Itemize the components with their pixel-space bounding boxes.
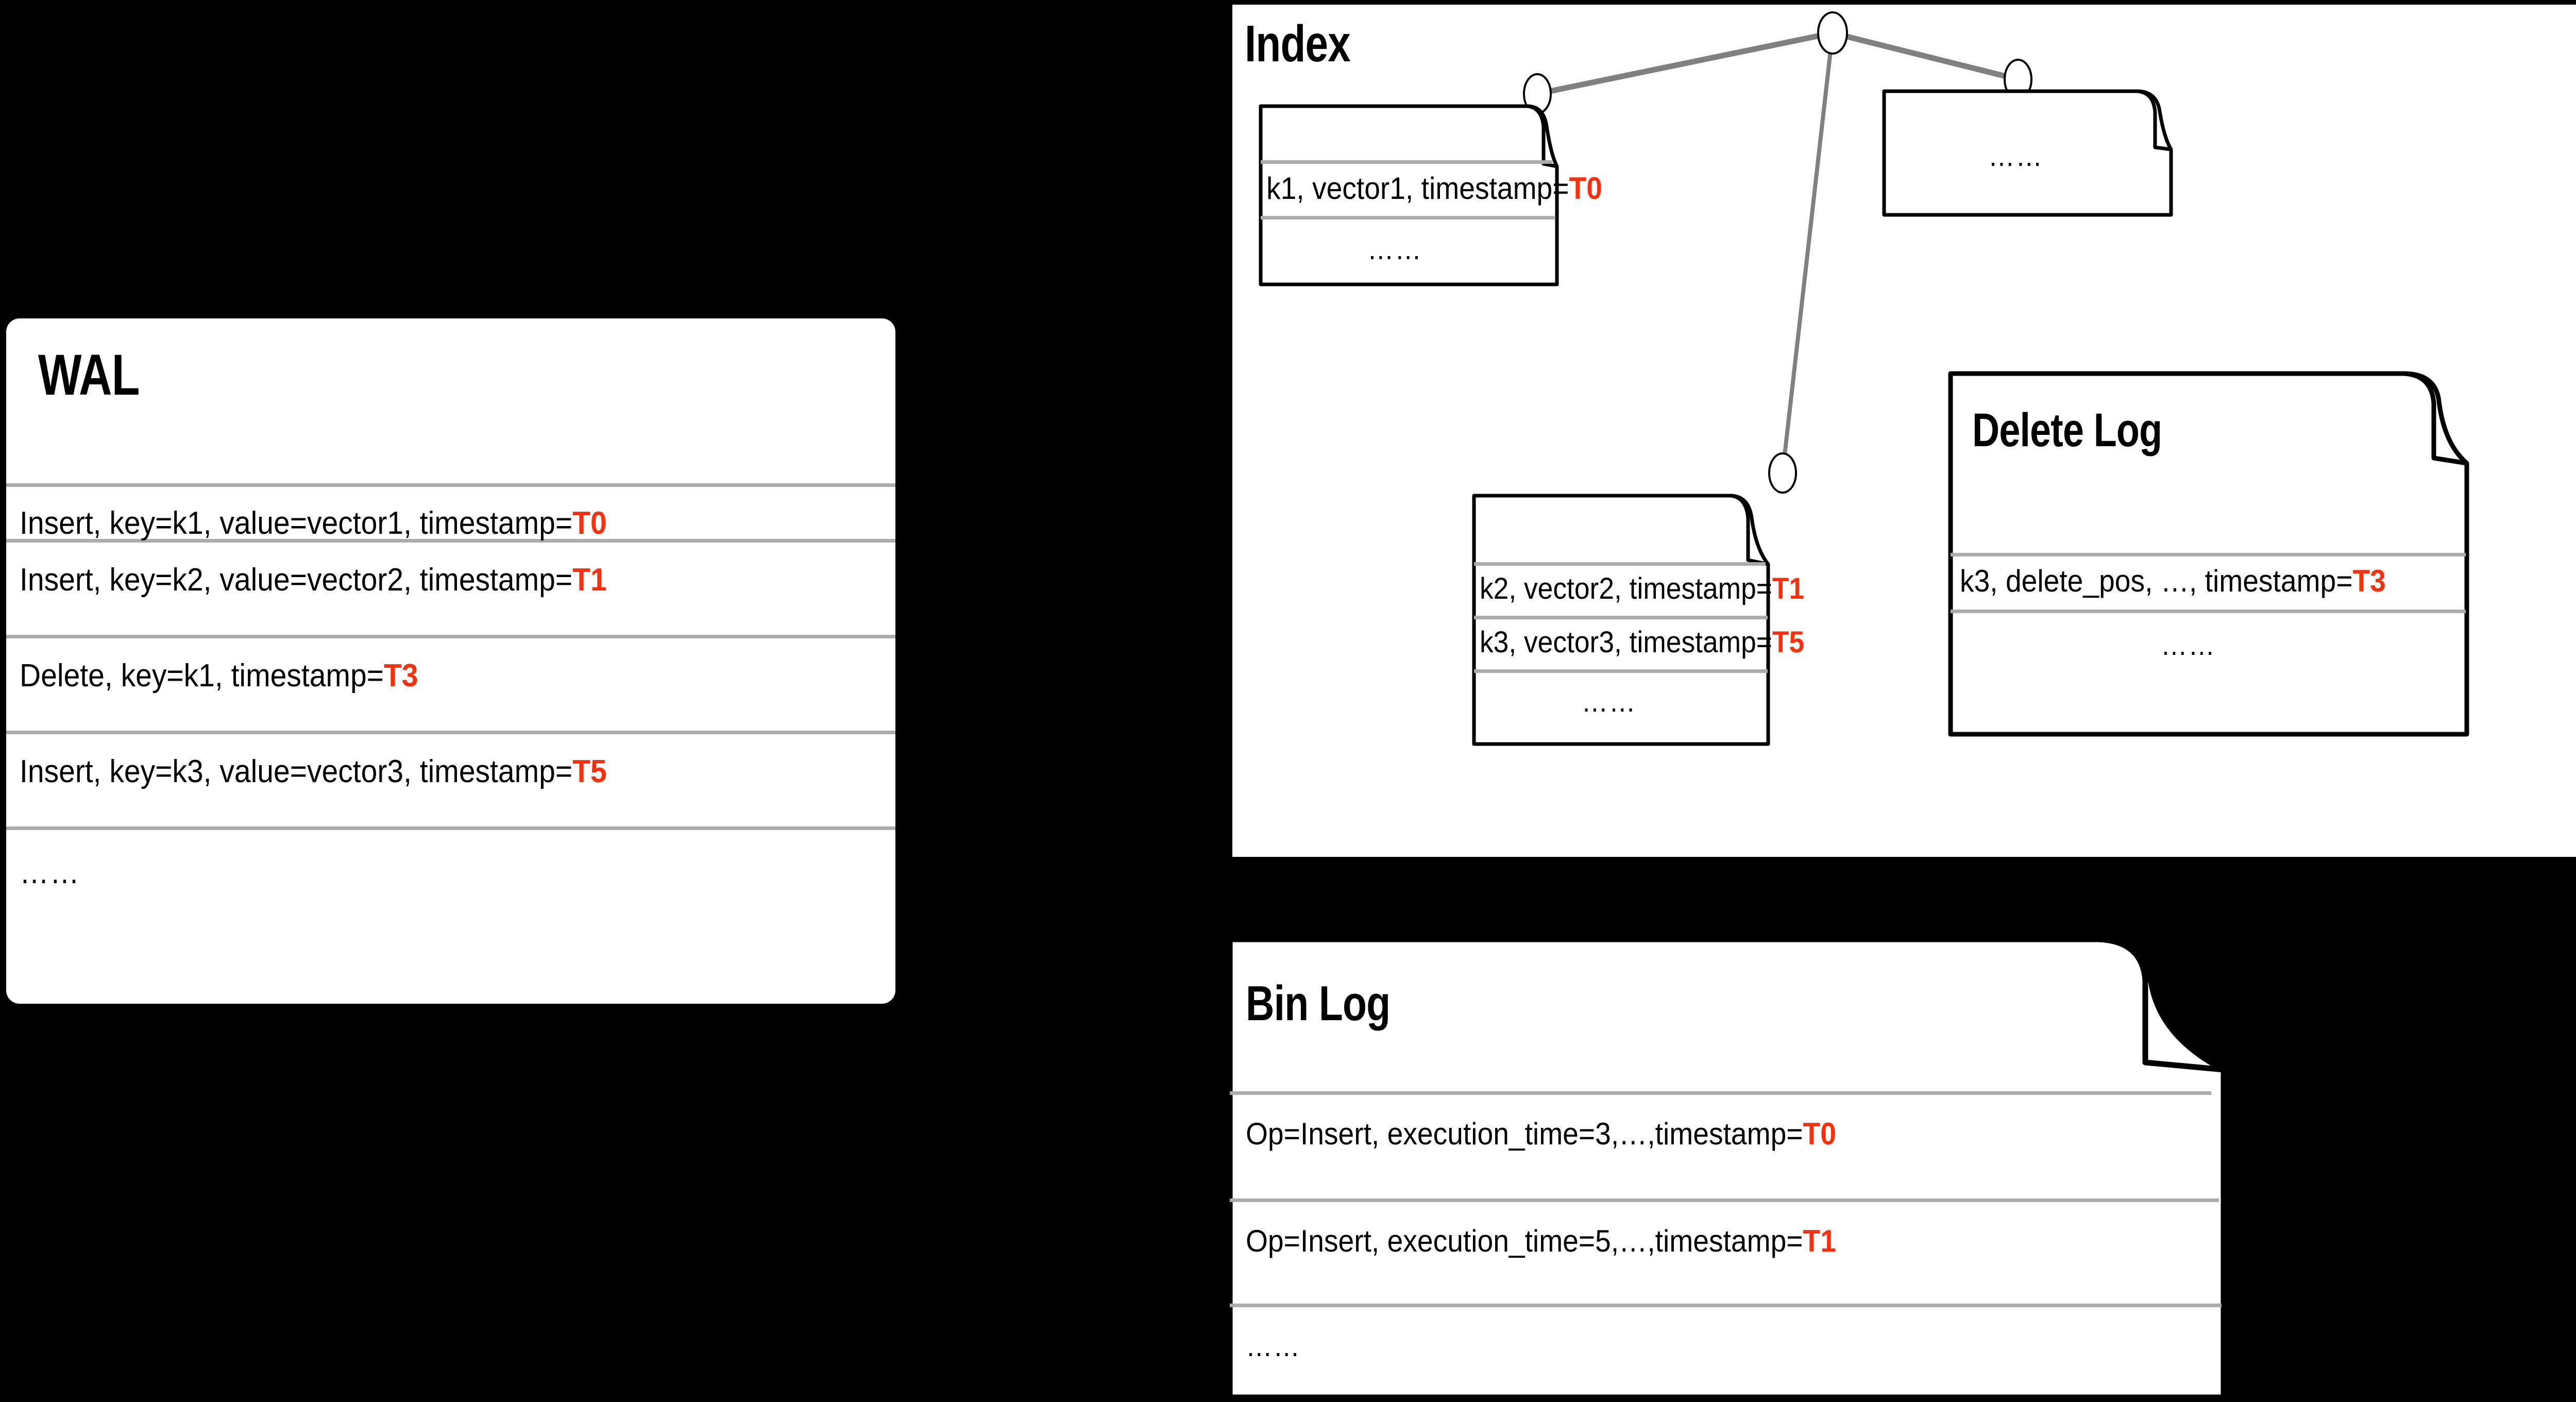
wal-row: Insert, key=k1, value=vector1, timestamp…	[20, 505, 607, 542]
k2-k3-card-ellipsis: ……	[1581, 685, 1637, 718]
bin-log-card: Bin Log Op=Insert, execution_time=3,…,ti…	[1227, 936, 2227, 1400]
bin-log-ellipsis: ……	[1246, 1330, 1301, 1362]
wal-title: WAL	[38, 343, 140, 407]
bin-log-row-text: Op=Insert, execution_time=5,…,timestamp=	[1246, 1224, 1803, 1258]
bin-log-separator-1	[1230, 1091, 2211, 1095]
tree-edge-right	[1832, 30, 2019, 82]
wal-row-timestamp: T3	[383, 658, 418, 694]
wal-separator-3	[6, 635, 895, 638]
bin-log-row: Op=Insert, execution_time=5,…,timestamp=…	[1246, 1223, 1836, 1259]
ellipsis-leaf-card: ……	[1882, 89, 2173, 217]
wal-row-text: Insert, key=k1, value=vector1, timestamp…	[20, 505, 573, 541]
k2-k3-card-separator-2	[1474, 616, 1768, 619]
ellipsis-leaf-card-outline	[1882, 89, 2173, 217]
delete-log-separator-2	[1951, 610, 2466, 613]
delete-log-row-timestamp: T3	[2352, 564, 2386, 598]
bin-log-separator-2	[1230, 1198, 2219, 1202]
k1-leaf-card: k1, vector1, timestamp=T0 ……	[1259, 104, 1602, 286]
index-leaf-row-text: k2, vector2, timestamp=	[1480, 572, 1772, 605]
index-leaf-row: k3, vector3, timestamp=T5	[1480, 625, 1804, 660]
index-leaf-row-text: k3, vector3, timestamp=	[1480, 626, 1772, 659]
bin-log-separator-3	[1230, 1304, 2222, 1307]
wal-row-text: Delete, key=k1, timestamp=	[20, 658, 384, 694]
index-leaf-row: k1, vector1, timestamp=T0	[1266, 171, 1602, 206]
bin-log-row: Op=Insert, execution_time=3,…,timestamp=…	[1246, 1116, 1836, 1152]
k1-card-separator-1	[1261, 160, 1552, 164]
k2-k3-card-separator-3	[1474, 669, 1768, 673]
bin-log-row-text: Op=Insert, execution_time=3,…,timestamp=	[1246, 1117, 1803, 1151]
wal-separator-5	[6, 826, 895, 830]
index-title: Index	[1245, 15, 1351, 73]
tree-edge-left	[1536, 30, 1834, 97]
delete-log-separator-1	[1951, 553, 2466, 556]
k2-k3-leaf-card: k2, vector2, timestamp=T1 k3, vector3, t…	[1472, 494, 1804, 746]
delete-log-row: k3, delete_pos, …, timestamp=T3	[1960, 563, 2386, 599]
bin-log-title: Bin Log	[1246, 976, 1391, 1031]
k1-card-separator-2	[1261, 216, 1555, 219]
tree-edge-down	[1781, 32, 1835, 474]
wal-row: Delete, key=k1, timestamp=T3	[20, 657, 418, 694]
delete-log-title: Delete Log	[1972, 404, 2162, 457]
bin-log-row-timestamp: T0	[1803, 1117, 1836, 1151]
index-leaf-row-timestamp: T0	[1569, 171, 1602, 206]
wal-row-timestamp: T1	[572, 562, 607, 598]
wal-row: Insert, key=k3, value=vector3, timestamp…	[20, 753, 607, 790]
tree-root-node	[1817, 11, 1848, 55]
wal-separator-1	[6, 483, 895, 487]
index-leaf-row-text: k1, vector1, timestamp=	[1266, 171, 1569, 206]
k2-k3-leaf-card-outline	[1472, 494, 1770, 746]
wal-separator-2	[6, 539, 895, 543]
delete-log-ellipsis: ……	[2161, 629, 2216, 661]
k1-card-ellipsis: ……	[1367, 233, 1422, 265]
index-leaf-row-timestamp: T1	[1772, 572, 1805, 605]
index-leaf-row: k2, vector2, timestamp=T1	[1480, 571, 1804, 606]
wal-row-timestamp: T5	[572, 754, 607, 789]
wal-row-text: Insert, key=k3, value=vector3, timestamp…	[20, 754, 573, 789]
k2-k3-card-separator-1	[1474, 562, 1766, 566]
tree-child-node-bottom	[1768, 452, 1797, 494]
ellipsis-card-ellipsis: ……	[1988, 140, 2043, 172]
bin-log-card-outline	[1227, 936, 2227, 1400]
wal-ellipsis: ……	[20, 855, 80, 890]
wal-row: Insert, key=k2, value=vector2, timestamp…	[20, 562, 607, 598]
k1-leaf-card-outline	[1259, 104, 1559, 286]
delete-log-row-text: k3, delete_pos, …, timestamp=	[1960, 564, 2353, 598]
wal-panel: WAL Insert, key=k1, value=vector1, times…	[6, 318, 895, 1004]
bin-log-row-timestamp: T1	[1803, 1224, 1836, 1258]
index-panel: Index k1, vector1, timestamp=T0	[1232, 5, 2576, 857]
index-leaf-row-timestamp: T5	[1772, 626, 1805, 659]
delete-log-card: Delete Log k3, delete_pos, …, timestamp=…	[1948, 371, 2470, 737]
wal-separator-4	[6, 731, 895, 734]
wal-row-text: Insert, key=k2, value=vector2, timestamp…	[20, 562, 573, 598]
wal-row-timestamp: T0	[572, 505, 607, 541]
